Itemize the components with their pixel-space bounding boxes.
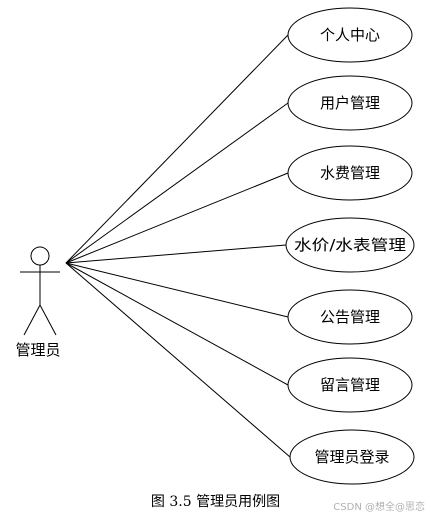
association-line-water-price-meter-management (65, 244, 287, 264)
association-line-admin-login (65, 262, 291, 458)
use-case-ellipse (285, 217, 415, 273)
use-case-label: 公告管理 (320, 308, 380, 326)
use-case-label: 用户管理 (320, 94, 380, 112)
use-case-water-fee-management: 水费管理 (287, 145, 413, 201)
use-case-announcement-management: 公告管理 (287, 289, 413, 345)
actor-head (30, 246, 50, 266)
use-case-ellipse (287, 145, 413, 201)
figure-caption: 图 3.5 管理员用例图 (150, 494, 281, 510)
actor-left-leg (23, 304, 41, 336)
use-case-label: 留言管理 (320, 376, 380, 394)
use-case-ellipse (289, 429, 415, 485)
use-case-personal-center: 个人中心 (287, 7, 413, 63)
use-case-water-price-meter-management: 水价/水表管理 (285, 217, 415, 273)
use-case-user-management: 用户管理 (287, 75, 413, 131)
association-line-water-fee-management (65, 172, 289, 264)
use-case-label: 个人中心 (320, 26, 380, 44)
association-line-personal-center (65, 34, 289, 264)
actor-label: 管理员 (15, 341, 60, 359)
use-case-label: 管理员登录 (314, 448, 389, 466)
use-case-ellipse (287, 357, 413, 413)
use-case-label: 水费管理 (320, 164, 380, 182)
actor-right-leg (39, 304, 57, 336)
association-line-user-management (65, 102, 289, 264)
association-line-message-management (65, 262, 289, 386)
use-case-label: 水价/水表管理 (294, 236, 406, 254)
use-case-ellipse (287, 75, 413, 131)
association-line-announcement-management (65, 262, 289, 318)
watermark: CSDN @想全@思恋 (333, 502, 425, 513)
use-case-ellipse (287, 289, 413, 345)
use-case-message-management: 留言管理 (287, 357, 413, 413)
actor-stick-figure (20, 246, 60, 336)
use-case-admin-login: 管理员登录 (289, 429, 415, 485)
use-case-ellipse (287, 7, 413, 63)
